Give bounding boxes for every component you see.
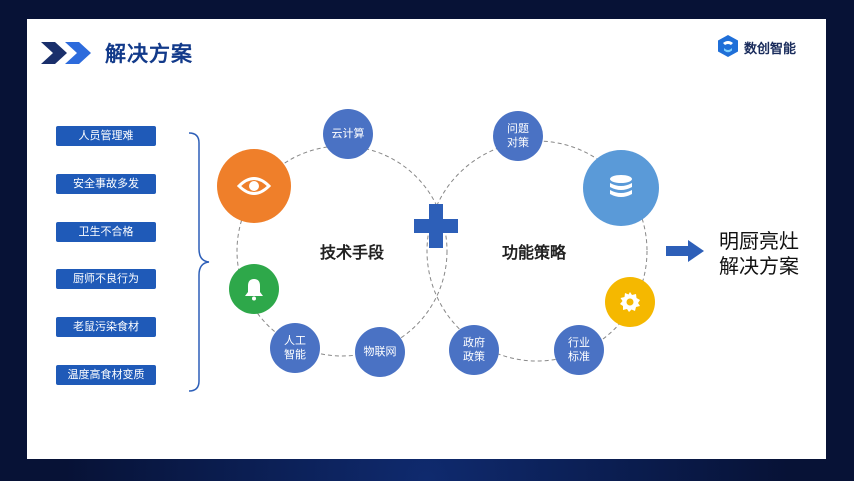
brand: 数创智能 [716,32,826,62]
ai-label-line1: 人工 [284,334,306,347]
iot-label: 物联网 [363,345,397,358]
cloud-node: 云计算 [323,109,373,159]
bell-node [229,264,279,314]
slide: 解决方案 数创智能 人员管理难 安全事故多发 卫生不合格 厨师不良行为 老鼠污染… [27,19,826,459]
gear-node [605,277,655,327]
page-title: 解决方案 [105,42,193,66]
gear-icon [620,292,640,312]
industry-node: 行业 标准 [554,325,604,375]
eye-node [217,149,291,223]
ai-label-line2: 智能 [284,348,306,361]
policy-label-line1: 政府 [463,336,485,349]
industry-label-line1: 行业 [568,336,590,349]
right-circle-label: 功能策略 [502,243,567,262]
result-line2: 解决方案 [719,254,799,278]
result-line1: 明厨亮灶 [719,229,799,253]
problem-item: 人员管理难 [56,126,156,146]
cloud-label: 云计算 [331,127,365,140]
iot-node: 物联网 [355,327,405,377]
brand-logo-icon [718,35,738,57]
arrow-right-icon [666,240,704,262]
database-node [583,150,659,226]
plus-icon [414,204,458,248]
database-icon [610,175,632,197]
result-text: 明厨亮灶 解决方案 [719,229,799,279]
double-chevron-icon [41,42,91,64]
problem-item: 卫生不合格 [56,222,156,242]
bracket [188,132,210,392]
eye-icon [237,177,271,195]
ai-node: 人工 智能 [270,323,320,373]
problem-item: 温度高食材变质 [56,365,156,385]
issues-label-line2: 对策 [507,136,529,149]
issues-label-line1: 问题 [507,122,529,135]
issues-node: 问题 对策 [493,111,543,161]
problem-item: 厨师不良行为 [56,269,156,289]
left-circle-label: 技术手段 [320,243,385,262]
bell-icon [245,279,263,301]
problem-item: 安全事故多发 [56,174,156,194]
venn-diagram [236,140,648,362]
brand-name: 数创智能 [744,42,797,57]
problem-item: 老鼠污染食材 [56,317,156,337]
industry-label-line2: 标准 [568,350,590,363]
policy-node: 政府 政策 [449,325,499,375]
policy-label-line2: 政策 [463,350,485,363]
